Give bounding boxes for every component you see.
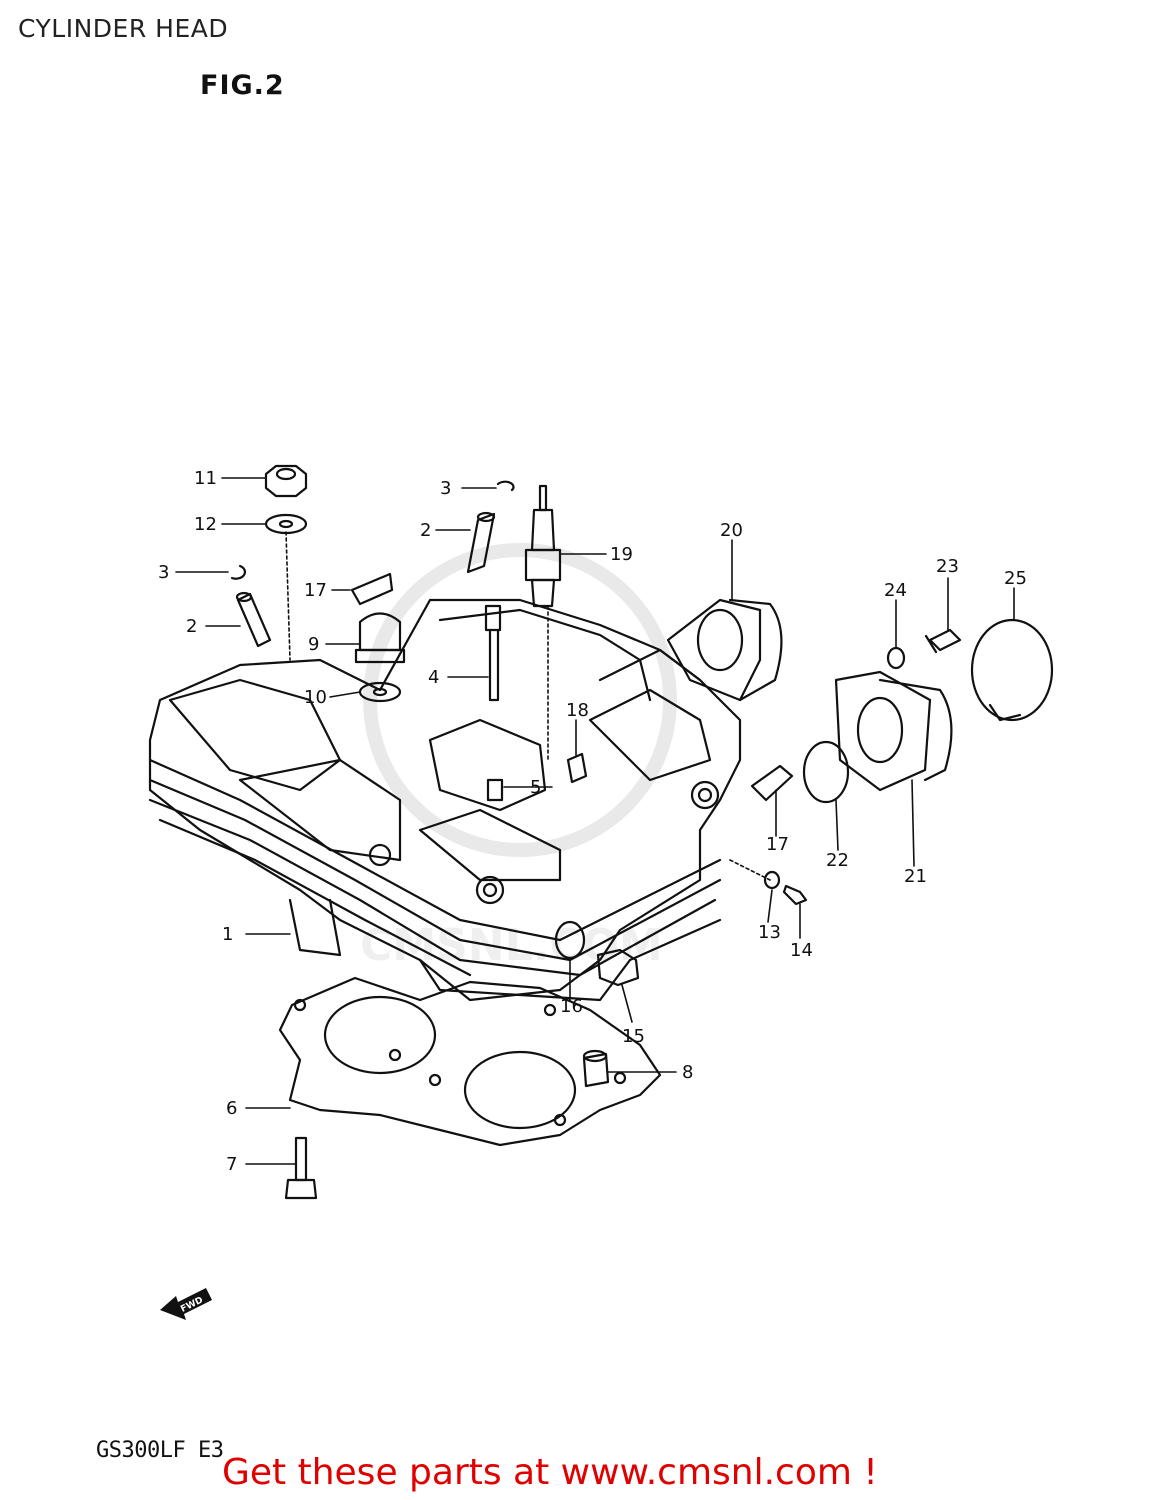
callout-2-left: 2 bbox=[186, 616, 197, 637]
part-21-intake-pipe bbox=[834, 670, 953, 792]
callout-17-left: 17 bbox=[304, 580, 327, 601]
callout-14: 13 bbox=[758, 922, 781, 943]
part-17-cap-right bbox=[750, 764, 794, 802]
page-title: CYLINDER HEAD bbox=[18, 14, 229, 43]
callout-7: 7 bbox=[226, 1154, 237, 1175]
callout-20: 20 bbox=[720, 520, 743, 541]
part-2-valve-guide-top bbox=[466, 511, 496, 574]
callout-12: 12 bbox=[194, 514, 217, 535]
part-24-washer bbox=[886, 646, 906, 670]
part-23-screw bbox=[924, 628, 962, 654]
callout-24: 24 bbox=[884, 580, 907, 601]
part-3-circlip-top bbox=[496, 480, 515, 492]
part-15-plug bbox=[596, 948, 640, 987]
callout-9: 9 bbox=[308, 634, 319, 655]
fwd-arrow-icon: FWD bbox=[160, 1288, 212, 1320]
part-8-dowel bbox=[582, 1049, 610, 1088]
figure-label: FIG.2 bbox=[200, 70, 285, 101]
callout-3-top: 3 bbox=[440, 478, 451, 499]
part-25-clamp bbox=[970, 618, 1054, 722]
callout-16: 16 bbox=[560, 996, 583, 1017]
part-9-cap-nut bbox=[354, 612, 406, 664]
part-20-intake-pipe bbox=[666, 598, 783, 702]
part-4-stud-bolt bbox=[484, 604, 502, 702]
callout-1: 1 bbox=[222, 924, 233, 945]
part-11-nut bbox=[264, 464, 308, 498]
part-2-valve-guide-left bbox=[235, 591, 272, 648]
part-13-screw bbox=[782, 884, 808, 906]
part-19-spark-plug bbox=[524, 484, 562, 608]
part-14-washer bbox=[763, 870, 781, 890]
model-code: GS300LF E3 bbox=[96, 1438, 224, 1463]
callout-3-left: 3 bbox=[158, 562, 169, 583]
callout-11: 11 bbox=[194, 468, 217, 489]
callout-15: 15 bbox=[622, 1026, 645, 1047]
leader-lines bbox=[175, 477, 1015, 1165]
part-5-dowel bbox=[486, 778, 504, 802]
part-12-washer bbox=[264, 513, 308, 535]
callout-4: 4 bbox=[428, 667, 439, 688]
part-7-bolt bbox=[284, 1136, 318, 1200]
part-22-o-ring bbox=[802, 740, 850, 804]
callouts: 11 12 3 2 17 9 10 3 2 4 5 18 19 20 17 22… bbox=[158, 468, 1027, 1175]
callout-13: 14 bbox=[790, 940, 813, 961]
callout-18: 18 bbox=[566, 700, 589, 721]
callout-19: 19 bbox=[610, 544, 633, 565]
cylinder-head-body bbox=[148, 598, 742, 1002]
part-18-block bbox=[566, 752, 588, 784]
watermark-text: CMSNL.COM bbox=[360, 920, 663, 971]
callout-6: 6 bbox=[226, 1098, 237, 1119]
callout-21: 21 bbox=[904, 866, 927, 887]
part-17-cap-left bbox=[350, 572, 394, 606]
part-3-circlip-left bbox=[230, 564, 247, 580]
callout-8: 8 bbox=[682, 1062, 693, 1083]
callout-2-top: 2 bbox=[420, 520, 431, 541]
callout-5: 5 bbox=[530, 777, 541, 798]
get-parts-link[interactable]: Get these parts at www.cmsnl.com ! bbox=[222, 1452, 878, 1493]
callout-10: 10 bbox=[304, 687, 327, 708]
head-gasket bbox=[278, 976, 662, 1147]
callout-22: 22 bbox=[826, 850, 849, 871]
callout-23: 23 bbox=[936, 556, 959, 577]
callout-17-right: 17 bbox=[766, 834, 789, 855]
callout-25: 25 bbox=[1004, 568, 1027, 589]
